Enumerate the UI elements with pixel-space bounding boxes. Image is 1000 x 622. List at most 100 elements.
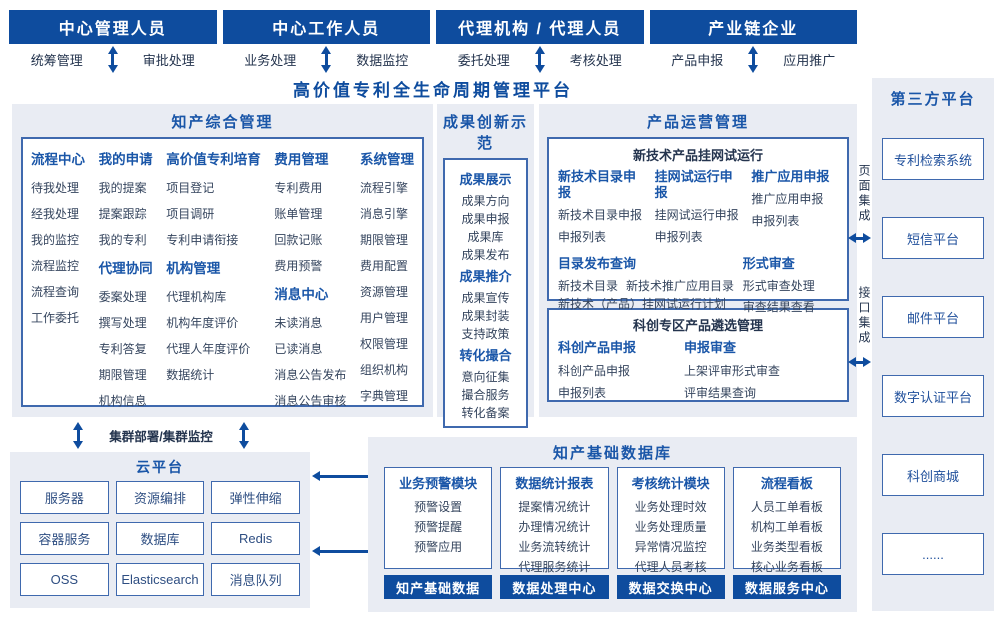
module-group: 机构管理 代理机构库机构年度评价代理人年度评价数据统计	[166, 257, 261, 383]
catalog-item: 新技术目录	[558, 279, 619, 293]
third-party-panel: 第三方平台 专利检索系统短信平台邮件平台数字认证平台科创商城......	[872, 78, 994, 611]
actor-group: 代理机构 / 代理人员 委托处理 考核处理	[436, 10, 644, 74]
selection-column-items: 上架评审形式审查评审结果查询	[684, 362, 780, 401]
platform-title: 高价值专利全生命周期管理平台	[293, 81, 573, 100]
trial-column-heading: 新技术目录申报	[558, 169, 637, 200]
database-item: 人员工单看板	[750, 500, 823, 514]
database-module: 业务预警模块 预警设置预警提醒预警应用 知产基础数据	[384, 467, 493, 599]
database-footer-bar: 数据服务中心	[732, 575, 841, 599]
trial-item: 申报列表	[751, 214, 800, 228]
page-integration-label: 页面集成	[857, 164, 871, 224]
module-group-items: 专利费用账单管理回款记账费用预警	[274, 179, 346, 274]
module-item: 专利费用	[274, 181, 323, 195]
database-module-heading: 考核统计模块	[631, 476, 710, 491]
actor-labels: 委托处理 考核处理	[436, 44, 644, 74]
trial-item: 申报列表	[654, 230, 703, 244]
database-item: 异常情况监控	[634, 540, 707, 554]
trial-column: 挂网试运行申报 挂网试运行申报申报列表	[655, 169, 742, 250]
actor-group: 中心工作人员 业务处理 数据监控	[222, 10, 430, 74]
module-group-heading: 机构管理	[166, 261, 221, 276]
module-item: 用户管理	[359, 311, 408, 325]
trial-column-items: 推广应用申报申报列表	[751, 190, 838, 229]
achievement-item: 成果申报	[461, 212, 510, 226]
module-item: 待我处理	[31, 181, 80, 195]
database-module-items: 提案情况统计办理情况统计业务流转统计代理服务统计	[503, 497, 605, 577]
catalog-item: 新技术推广应用目录	[626, 279, 735, 293]
actor-right-label: 应用推广	[783, 52, 836, 68]
achievement-item: 意向征集	[461, 370, 510, 384]
module-group-heading: 系统管理	[359, 152, 414, 167]
database-footer-bar: 知产基础数据	[384, 575, 493, 599]
database-item: 业务处理质量	[634, 520, 707, 534]
actor-title: 中心工作人员	[222, 10, 430, 44]
module-group-items: 未读消息已读消息消息公告发布消息公告审核	[274, 314, 346, 409]
trial-run-title: 新技术产品挂网试运行	[632, 148, 763, 163]
database-footer-bar: 数据处理中心	[500, 575, 609, 599]
database-module-items: 预警设置预警提醒预警应用	[387, 497, 489, 557]
selection-column-heading: 科创产品申报	[558, 340, 637, 355]
module-group-heading: 流程中心	[31, 152, 85, 167]
module-item: 账单管理	[274, 207, 323, 221]
catalog-item: 新技术（产品）挂网试运行计划	[558, 297, 727, 311]
database-item: 业务处理时效	[634, 500, 707, 514]
module-item: 工作委托	[31, 311, 80, 325]
product-operations-title: 产品运营管理	[646, 114, 749, 131]
module-group-items: 代理机构库机构年度评价代理人年度评价数据统计	[166, 288, 261, 383]
module-item: 费用配置	[359, 259, 408, 273]
third-party-title: 第三方平台	[890, 91, 976, 108]
achievement-item: 成果宣传	[461, 291, 510, 305]
database-module-heading: 流程看板	[760, 476, 813, 491]
selection-column-items: 科创产品申报申报列表	[558, 362, 684, 401]
database-item: 业务流转统计	[518, 540, 591, 554]
trial-column-heading: 挂网试运行申报	[654, 169, 733, 200]
achievement-group-items: 成果宣传成果封装支持政策	[448, 291, 523, 342]
module-group-heading: 我的申请	[98, 152, 153, 167]
selection-item: 上架评审形式审查	[684, 364, 781, 378]
ip-management-title: 知产综合管理	[171, 114, 274, 131]
module-group-heading: 代理协同	[98, 261, 153, 276]
horizontal-double-arrow-icon	[312, 545, 382, 557]
database-modules: 业务预警模块 预警设置预警提醒预警应用 知产基础数据 数据统计报表 提案情况统计…	[384, 467, 841, 599]
achievement-item: 转化备案	[461, 406, 510, 420]
achievement-group-heading: 转化撮合	[459, 348, 512, 363]
ip-database-panel: 知产基础数据库 业务预警模块 预警设置预警提醒预警应用 知产基础数据 数据统计报…	[368, 437, 857, 612]
module-item: 期限管理	[98, 368, 147, 382]
formal-review-items: 形式审查处理审查结果查看	[743, 277, 838, 315]
module-item: 经我处理	[31, 207, 80, 221]
database-item: 预警提醒	[414, 520, 463, 534]
third-party-box: 邮件平台	[882, 296, 984, 338]
module-group-heading: 高价值专利培育	[166, 152, 261, 167]
module-item: 组织机构	[359, 363, 408, 377]
catalog-query-heading: 目录发布查询	[558, 256, 637, 271]
third-party-items: 专利检索系统短信平台邮件平台数字认证平台科创商城......	[872, 138, 994, 575]
module-group: 消息中心 未读消息已读消息消息公告发布消息公告审核	[274, 283, 346, 409]
third-party-box: 短信平台	[882, 217, 984, 259]
module-item: 费用预警	[274, 259, 323, 273]
trial-column: 新技术目录申报 新技术目录申报申报列表	[558, 169, 645, 250]
ip-column-groups: 系统管理 流程引擎消息引擎期限管理费用配置资源管理用户管理权限管理组织机构字典管…	[360, 148, 414, 404]
database-item: 核心业务看板	[750, 560, 823, 574]
module-group: 我的申请 我的提案提案跟踪我的专利	[99, 148, 153, 248]
product-operations-panel: 产品运营管理 新技术产品挂网试运行 新技术目录申报 新技术目录申报申报列表 挂网…	[539, 104, 857, 417]
module-item: 提案跟踪	[98, 207, 147, 221]
ip-column-groups: 高价值专利培育 项目登记项目调研专利申请衔接 机构管理 代理机构库机构年度评价代…	[166, 148, 261, 383]
review-item: 形式审查处理	[742, 279, 815, 293]
selection-item: 申报列表	[558, 386, 607, 400]
achievement-panel: 成果创新示范 成果展示 成果方向成果申报成果库成果发布 成果推介 成果宣传成果封…	[437, 104, 534, 428]
module-item: 我的提案	[98, 181, 147, 195]
module-group-items: 项目登记项目调研专利申请衔接	[166, 179, 261, 248]
trial-item: 申报列表	[558, 230, 607, 244]
cloud-row: 服务器资源编排弹性伸缩	[20, 481, 301, 514]
achievement-item: 成果方向	[461, 194, 510, 208]
database-module-heading: 数据统计报表	[515, 476, 594, 491]
achievement-group-heading: 成果推介	[459, 269, 512, 284]
vertical-double-arrow-icon	[320, 46, 332, 73]
achievement-item: 成果库	[467, 230, 504, 244]
vertical-double-arrow-icon	[72, 422, 84, 449]
module-item: 专利答复	[98, 342, 147, 356]
selection-columns: 科创产品申报 科创产品申报申报列表 申报审查 上架评审形式审查评审结果查询	[558, 337, 838, 406]
trial-item: 挂网试运行申报	[654, 208, 739, 222]
